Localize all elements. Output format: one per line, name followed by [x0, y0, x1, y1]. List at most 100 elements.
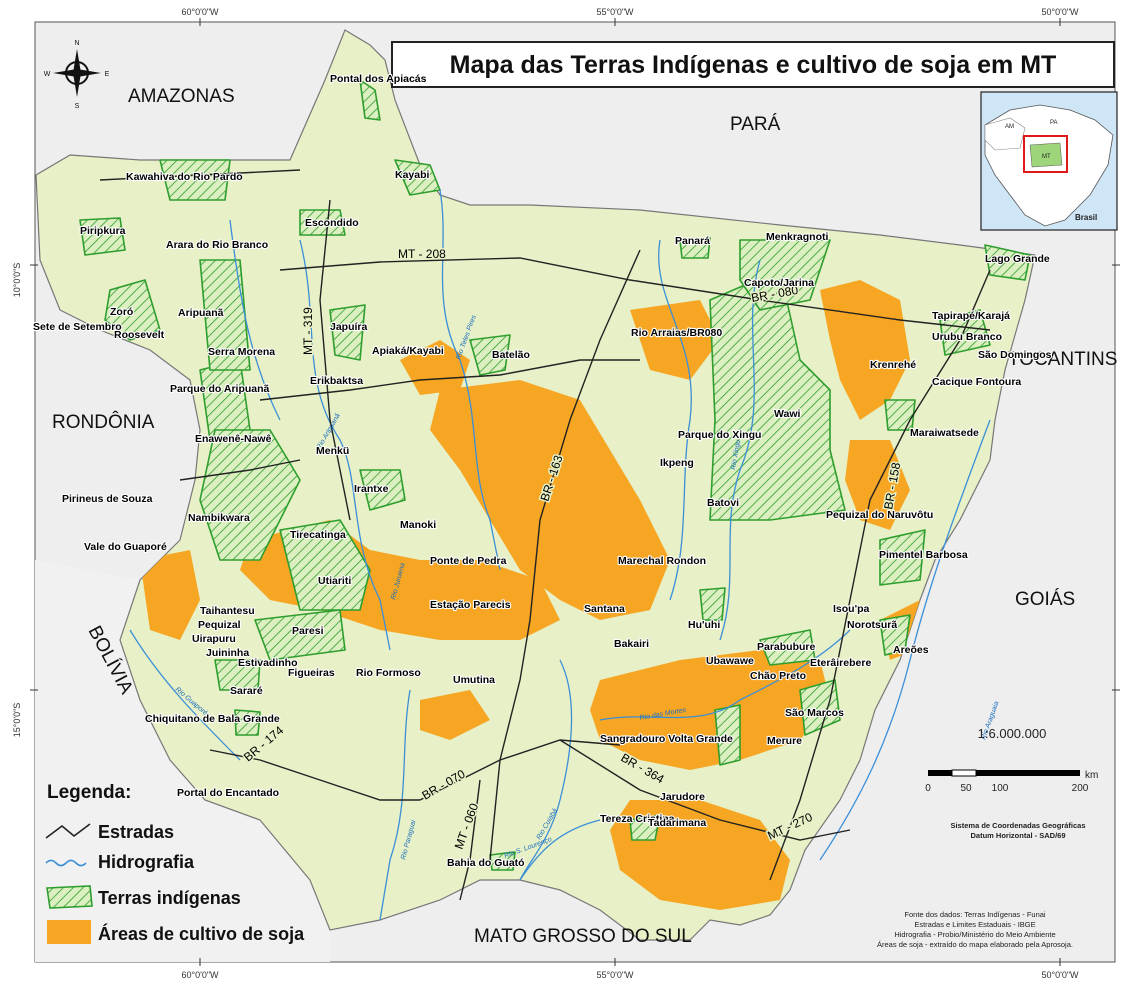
inset-locator-map: AM PA MT Brasil: [980, 91, 1118, 231]
map-title: Mapa das Terras Indígenas e cultivo de s…: [450, 51, 1057, 79]
territory-label: Estação Parecis: [430, 599, 511, 611]
svg-text:PARÁ: PARÁ: [730, 114, 781, 135]
territory-label: Pimentel Barbosa: [879, 549, 968, 561]
soy-symbol-icon: [47, 920, 91, 944]
territory-label: Figueiras: [288, 667, 335, 679]
territory-label: Enawenê-Nawê: [195, 433, 272, 445]
title-box: Mapa das Terras Indígenas e cultivo de s…: [391, 41, 1115, 88]
territory-label: Norotsurã: [847, 619, 897, 631]
territory-label: Vale do Guaporé: [84, 541, 167, 553]
territory-label: Nambikwara: [188, 512, 250, 524]
territory-label: Uirapuru: [192, 633, 236, 645]
svg-text:0: 0: [925, 783, 931, 794]
svg-text:Estradas e Limites Estaduais -: Estradas e Limites Estaduais - IBGE: [914, 920, 1035, 929]
territory-label: Roosevelt: [114, 329, 165, 341]
territory-label: Tereza Cristina: [600, 813, 675, 825]
territory-label: Arara do Rio Branco: [166, 239, 268, 251]
svg-text:15°0'0"S: 15°0'0"S: [12, 703, 22, 738]
territory-symbol-icon: [46, 885, 93, 909]
territory-label: Manoki: [400, 519, 436, 531]
legend-title: Legenda:: [47, 782, 131, 803]
territory-label: Bakairi: [614, 638, 649, 650]
svg-text:Brasil: Brasil: [1075, 213, 1097, 222]
river-symbol-icon: [45, 859, 87, 867]
territory-label: Pequizal do Naruvôtu: [826, 509, 933, 521]
svg-text:km: km: [1085, 770, 1098, 781]
territory-label: Paresi: [292, 625, 324, 637]
territory-label: Rio Arraias/BR080: [631, 327, 722, 339]
territory-label: Irantxe: [354, 483, 389, 495]
territory-label: Parabubure: [757, 641, 816, 653]
territory-label: Merure: [767, 735, 802, 747]
svg-text:60°0'0"W: 60°0'0"W: [181, 970, 219, 980]
territory-label: Bahia do Guató: [447, 857, 525, 869]
territory-label: Kawahiva do Rio Pardo: [126, 171, 243, 183]
territory-label: Piripkura: [80, 225, 126, 237]
territory-label: Jarudore: [660, 791, 705, 803]
svg-text:50°0'0"W: 50°0'0"W: [1041, 970, 1079, 980]
territory-label: Batovi: [707, 497, 739, 509]
coordinate-system-note: Sistema de Coordenadas Geográficas Datum…: [950, 821, 1085, 840]
svg-text:Áreas de soja - extraído do ma: Áreas de soja - extraído do mapa elabora…: [877, 940, 1073, 949]
territory-label: Menkragnoti: [766, 231, 829, 243]
svg-text:Terras indígenas: Terras indígenas: [98, 888, 241, 908]
svg-text:W: W: [44, 71, 51, 78]
hydrography: [129, 189, 991, 921]
svg-text:MATO GROSSO DO SUL: MATO GROSSO DO SUL: [474, 926, 692, 947]
territory-label: Apiaká/Kayabi: [372, 345, 444, 357]
territory-label: Wawi: [774, 408, 801, 420]
legend: Legenda: Estradas Hidrografia Terras ind…: [45, 782, 305, 944]
svg-text:60°0'0"W: 60°0'0"W: [181, 7, 219, 17]
territory-label: Zoró: [110, 306, 133, 318]
svg-text:50: 50: [960, 783, 972, 794]
territory-label: Rio Formoso: [356, 667, 421, 679]
territory-label: Menkü: [316, 445, 349, 457]
territory-label: Isou'pa: [833, 603, 869, 615]
territory-label: Escondido: [305, 217, 359, 229]
bolivia-area: [35, 560, 330, 962]
svg-text:RONDÔNIA: RONDÔNIA: [52, 411, 155, 433]
territory-label: Chão Preto: [750, 670, 806, 682]
territory-label: Krenrehé: [870, 359, 916, 371]
svg-text:TOCANTINS: TOCANTINS: [1008, 349, 1117, 370]
territory-label: Aripuanã: [178, 307, 224, 319]
coordinate-labels: 60°0'0"W 55°0'0"W 50°0'0"W 60°0'0"W 55°0…: [12, 7, 1079, 980]
territory-label: São Marcos: [785, 707, 844, 719]
svg-text:50°0'0"W: 50°0'0"W: [1041, 7, 1079, 17]
territory-label: Parque do Aripuanã: [170, 383, 270, 395]
svg-text:MT - 208: MT - 208: [398, 247, 446, 261]
territory-label: Maraiwatsede: [910, 427, 979, 439]
territory-label: Portal do Encantado: [177, 787, 279, 799]
svg-text:10°0'0"S: 10°0'0"S: [12, 263, 22, 298]
svg-text:AMAZONAS: AMAZONAS: [128, 86, 235, 107]
territory-label: São Domingos: [978, 349, 1052, 361]
svg-text:N: N: [74, 40, 79, 47]
territory-label: Ubawawe: [706, 655, 754, 667]
territory-label: Pontal dos Apiacás: [330, 73, 427, 85]
territory-label: Panará: [675, 235, 710, 247]
svg-text:Hidrografia: Hidrografia: [98, 852, 195, 872]
roads: [99, 169, 991, 901]
svg-text:100: 100: [992, 783, 1009, 794]
frame-ticks: [30, 18, 1120, 966]
territory-label: Taihantesu: [200, 605, 255, 617]
svg-text:Hidrografia - Probio/Ministéri: Hidrografia - Probio/Ministério do Meio …: [894, 930, 1055, 939]
territory-label: Erikbaktsa: [310, 375, 363, 387]
territory-label: Tirecatinga: [290, 529, 346, 541]
neighbor-labels: AMAZONAS PARÁ RONDÔNIA TOCANTINS GOIÁS B…: [52, 86, 1117, 947]
svg-text:Datum Horizontal - SAD/69: Datum Horizontal - SAD/69: [970, 831, 1065, 840]
svg-text:55°0'0"W: 55°0'0"W: [596, 970, 634, 980]
territory-label: Umutina: [453, 674, 495, 686]
territory-label: Cacique Fontoura: [932, 376, 1021, 388]
territory-label: Batelão: [492, 349, 530, 361]
territory-label: Parque do Xingu: [678, 429, 761, 441]
road-symbol-icon: [45, 823, 91, 839]
territory-label: Areões: [893, 644, 929, 656]
territory-label: Sete de Setembro: [33, 321, 122, 333]
territory-label: Pequizal: [198, 619, 241, 631]
svg-text:S: S: [75, 103, 80, 110]
territory-label: Japuíra: [330, 321, 368, 333]
territory-label: Juininha: [206, 647, 249, 659]
territory-labels: Pontal dos Apiacás Kayabi Kawahiva do Ri…: [32, 72, 1053, 870]
